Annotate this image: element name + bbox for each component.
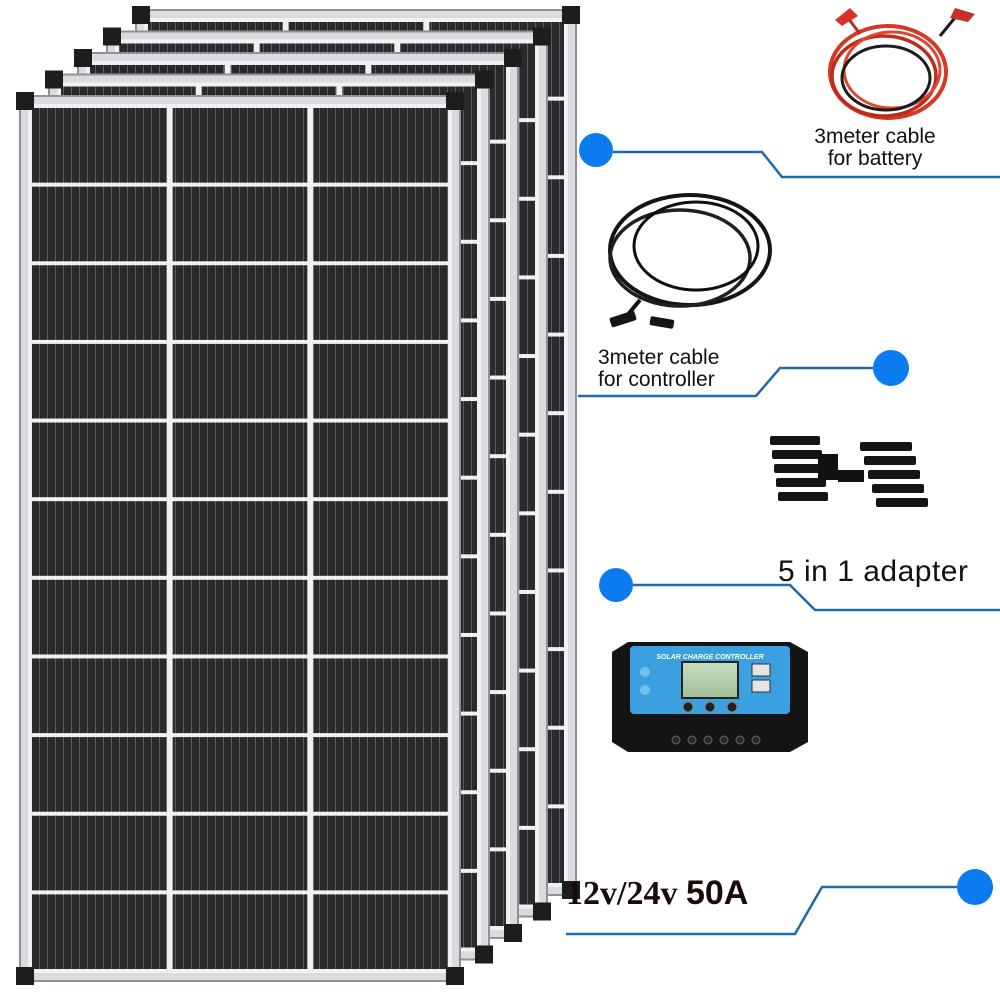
callout-controller [578, 350, 909, 398]
battery-cable-line1: 3meter cable [814, 125, 936, 148]
controller-cable-line2: for controller [598, 368, 715, 392]
charge-controller-image: SOLAR CHARGE CONTROLLER [612, 642, 808, 752]
callout-dot [957, 869, 993, 905]
solar-panel-stack [16, 6, 580, 985]
adapter-label: 5 in 1 adapter [778, 555, 969, 588]
solar-panel [16, 92, 464, 985]
controller-cable-image [608, 193, 772, 329]
controller-panel-title: SOLAR CHARGE CONTROLLER [656, 654, 763, 661]
battery-cable-line2: for battery [827, 147, 923, 171]
callout-battery [579, 133, 1000, 179]
callout-spec [566, 869, 993, 936]
controller-spec-label: 12v/24v 50A [566, 874, 749, 912]
callout-dot [599, 568, 633, 602]
callout-adapter [599, 568, 1000, 612]
battery-cable-label: 3meter cable for battery [800, 125, 950, 171]
controller-cable-line1: 3meter cable [598, 346, 720, 369]
adapter-image [770, 436, 928, 507]
spec-current: 50A [685, 874, 749, 912]
callout-dot [579, 133, 613, 167]
controller-cable-label: 3meter cable for controller [598, 346, 768, 392]
callout-dot [873, 350, 909, 386]
spec-voltage: 12v/24v [566, 875, 678, 912]
battery-cable-image [828, 8, 975, 120]
